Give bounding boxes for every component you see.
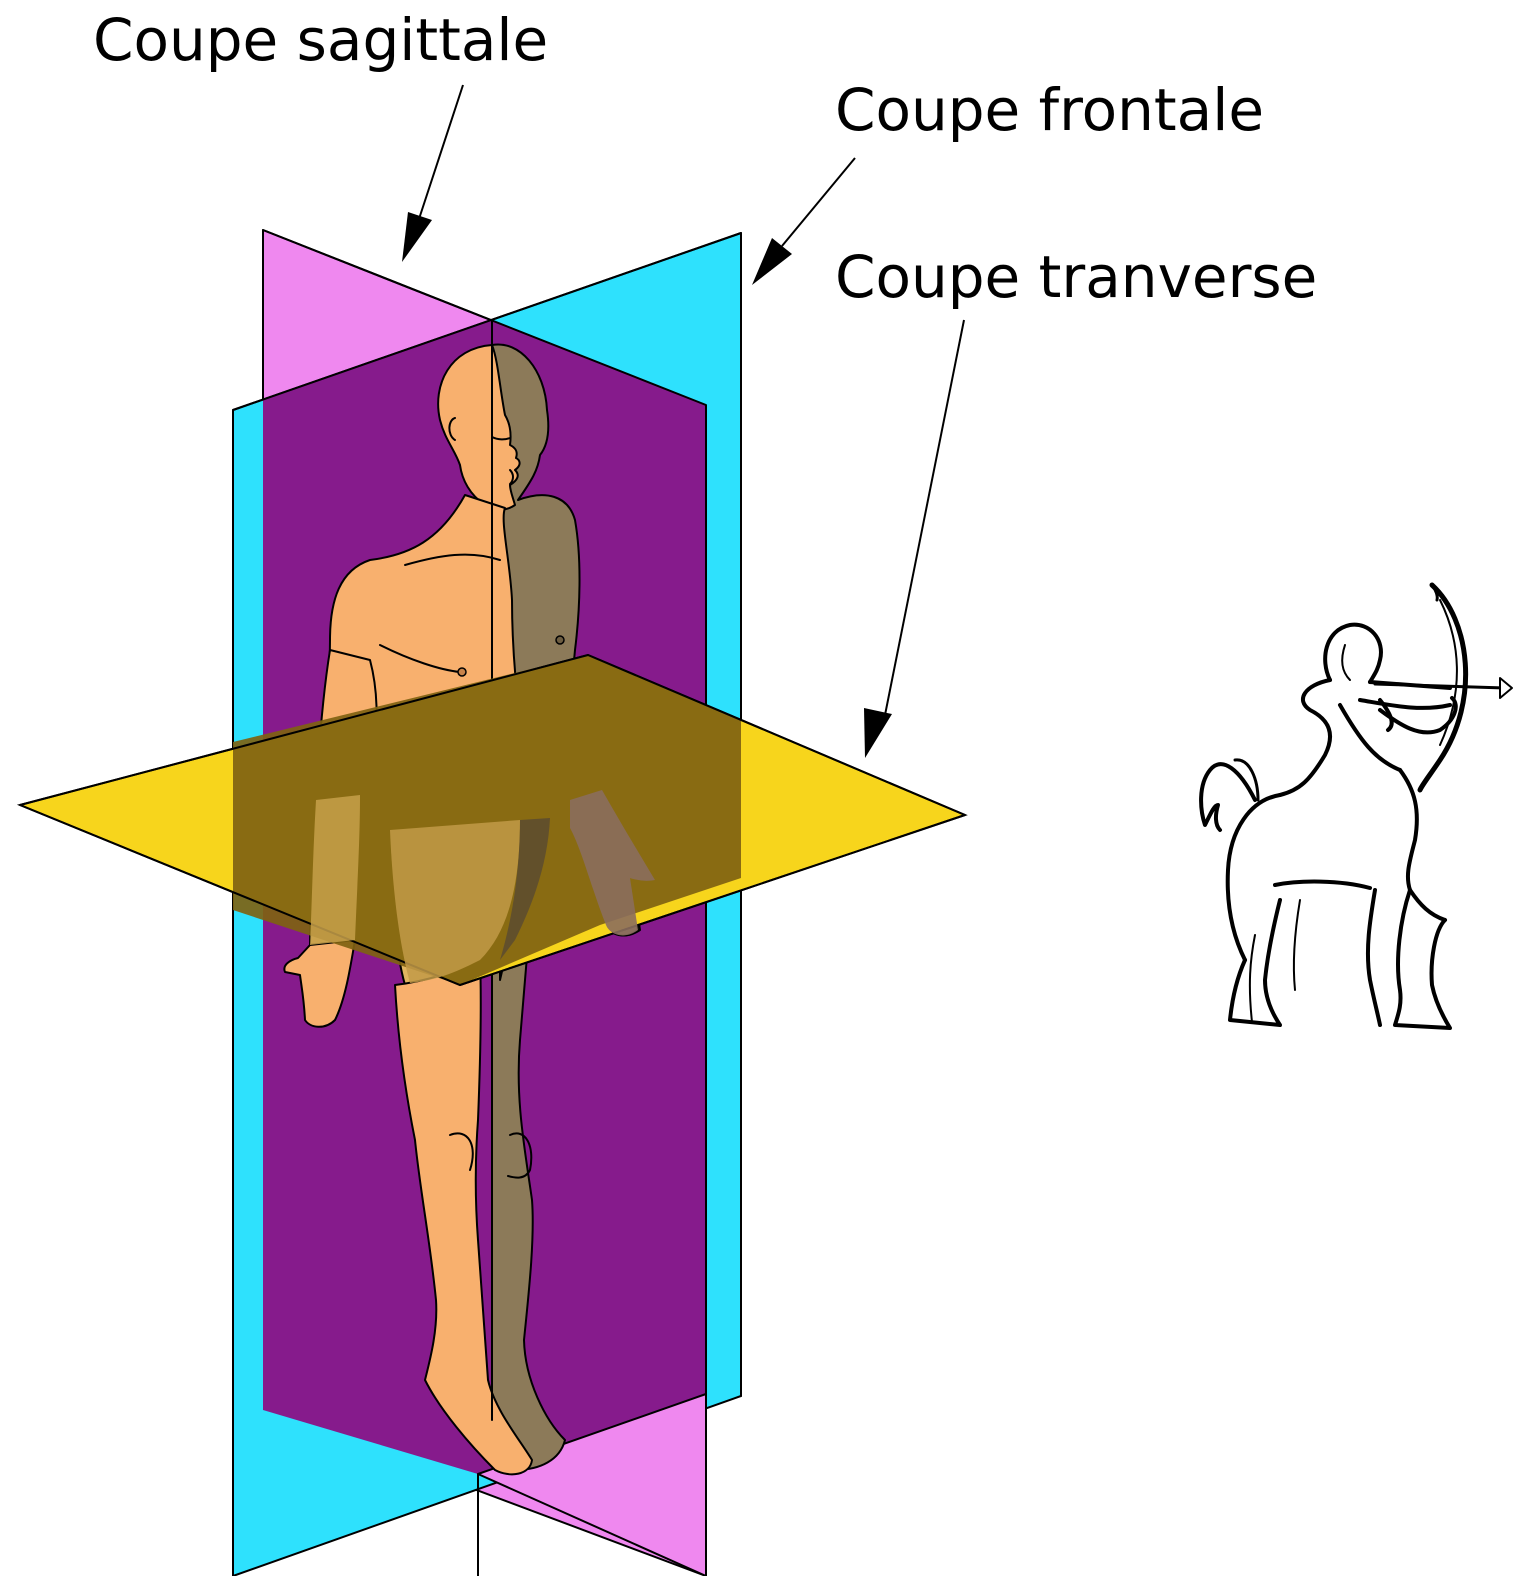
frontal-label: Coupe frontale <box>835 76 1264 144</box>
sagittal-label: Coupe sagittale <box>93 6 548 74</box>
sagittarius-archer-icon <box>1201 585 1512 1028</box>
transverse-label: Coupe tranverse <box>835 243 1317 311</box>
